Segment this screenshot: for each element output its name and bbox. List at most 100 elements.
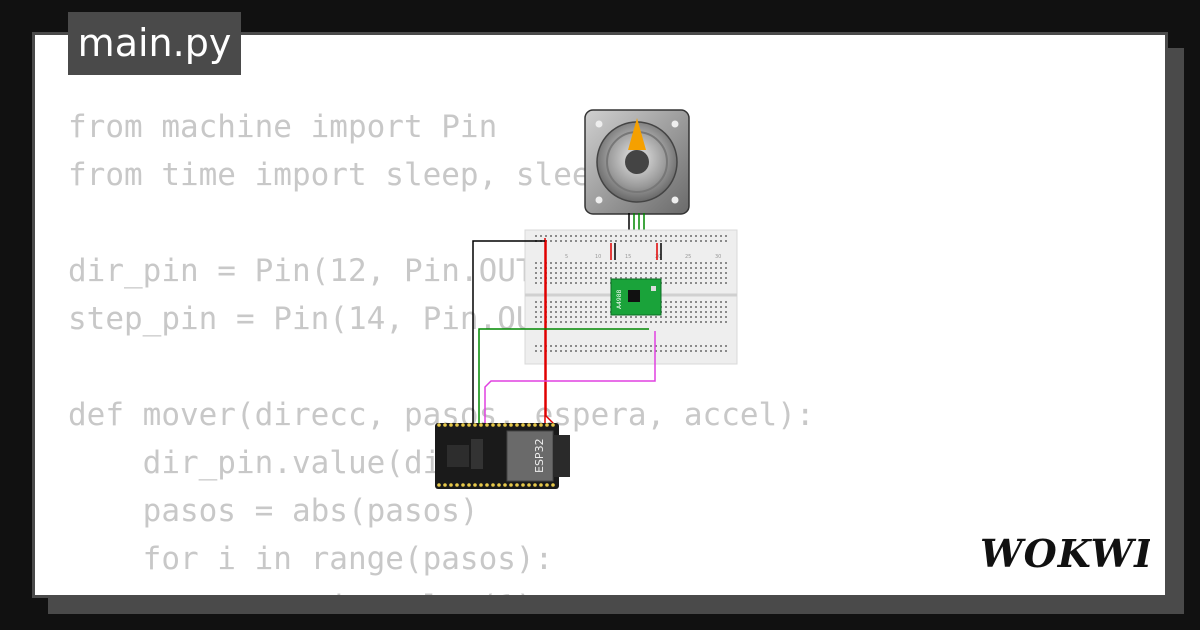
breadboard-hole	[590, 240, 592, 242]
code-line: step_pin.value(1)	[68, 583, 815, 595]
breadboard-hole	[705, 321, 707, 323]
breadboard-hole	[575, 272, 577, 274]
breadboard-hole	[575, 240, 577, 242]
breadboard-hole	[725, 277, 727, 279]
breadboard-hole	[625, 235, 627, 237]
breadboard-hole	[685, 311, 687, 313]
esp32-pin	[437, 423, 441, 427]
breadboard-hole	[720, 235, 722, 237]
breadboard-hole	[535, 235, 537, 237]
breadboard-hole	[560, 272, 562, 274]
breadboard-hole	[660, 267, 662, 269]
breadboard-hole	[605, 277, 607, 279]
breadboard-hole	[670, 350, 672, 352]
breadboard-hole	[540, 350, 542, 352]
breadboard-hole	[540, 321, 542, 323]
esp32-pin	[449, 423, 453, 427]
esp32-pin	[473, 483, 477, 487]
breadboard-hole	[710, 282, 712, 284]
esp32-pin	[497, 423, 501, 427]
breadboard-hole	[725, 345, 727, 347]
breadboard-hole	[560, 350, 562, 352]
breadboard-hole	[690, 282, 692, 284]
breadboard-hole	[680, 262, 682, 264]
breadboard-hole	[690, 316, 692, 318]
breadboard-hole	[635, 235, 637, 237]
breadboard-hole	[635, 262, 637, 264]
breadboard-hole	[585, 267, 587, 269]
breadboard-hole	[535, 321, 537, 323]
file-tab[interactable]: main.py	[68, 12, 241, 75]
breadboard-hole	[725, 240, 727, 242]
breadboard-hole	[630, 262, 632, 264]
esp32-pin	[521, 423, 525, 427]
esp32-pin	[455, 483, 459, 487]
breadboard-hole	[710, 350, 712, 352]
breadboard-hole	[725, 306, 727, 308]
breadboard-hole	[565, 311, 567, 313]
breadboard-hole	[705, 277, 707, 279]
breadboard-hole	[605, 240, 607, 242]
breadboard-hole	[570, 240, 572, 242]
esp32-label: ESP32	[533, 438, 546, 473]
breadboard-hole	[685, 321, 687, 323]
breadboard-hole	[560, 321, 562, 323]
breadboard-hole	[615, 240, 617, 242]
breadboard-hole	[640, 240, 642, 242]
breadboard-hole	[635, 240, 637, 242]
breadboard-hole	[655, 350, 657, 352]
breadboard-hole	[640, 345, 642, 347]
breadboard-hole	[580, 311, 582, 313]
breadboard-hole	[670, 311, 672, 313]
breadboard-hole	[555, 262, 557, 264]
breadboard-hole	[725, 235, 727, 237]
breadboard-hole	[555, 306, 557, 308]
esp32-pin	[497, 483, 501, 487]
breadboard-hole	[690, 345, 692, 347]
breadboard-hole	[630, 235, 632, 237]
breadboard-hole	[565, 262, 567, 264]
esp32-pin	[509, 483, 513, 487]
breadboard-number: 25	[685, 254, 691, 260]
breadboard-hole	[675, 267, 677, 269]
esp32-pin	[545, 423, 549, 427]
breadboard-hole	[610, 316, 612, 318]
breadboard-hole	[580, 321, 582, 323]
breadboard-hole	[590, 311, 592, 313]
breadboard-hole	[575, 235, 577, 237]
breadboard-hole	[585, 277, 587, 279]
breadboard-hole	[640, 267, 642, 269]
breadboard-hole	[540, 316, 542, 318]
breadboard-hole	[685, 262, 687, 264]
breadboard-hole	[580, 306, 582, 308]
breadboard-hole	[565, 301, 567, 303]
breadboard-hole	[605, 235, 607, 237]
breadboard-hole	[595, 262, 597, 264]
breadboard-hole	[675, 306, 677, 308]
breadboard-hole	[535, 306, 537, 308]
breadboard-hole	[665, 316, 667, 318]
breadboard-hole	[540, 301, 542, 303]
wokwi-logo-icon: WOKWI	[980, 531, 1150, 576]
esp32-pin	[491, 483, 495, 487]
breadboard-hole	[550, 301, 552, 303]
breadboard-hole	[695, 301, 697, 303]
breadboard-hole	[645, 267, 647, 269]
breadboard-hole	[645, 321, 647, 323]
breadboard-hole	[560, 345, 562, 347]
breadboard-hole	[720, 272, 722, 274]
breadboard-hole	[665, 262, 667, 264]
breadboard-hole	[705, 235, 707, 237]
breadboard-hole	[625, 321, 627, 323]
breadboard-hole	[535, 345, 537, 347]
breadboard-hole	[670, 272, 672, 274]
breadboard-hole	[570, 235, 572, 237]
breadboard-hole	[585, 235, 587, 237]
breadboard-hole	[665, 272, 667, 274]
breadboard-hole	[690, 321, 692, 323]
breadboard-number: 15	[625, 254, 631, 260]
esp32-pin	[461, 483, 465, 487]
breadboard-hole	[720, 277, 722, 279]
breadboard-hole	[725, 311, 727, 313]
breadboard-hole	[640, 272, 642, 274]
